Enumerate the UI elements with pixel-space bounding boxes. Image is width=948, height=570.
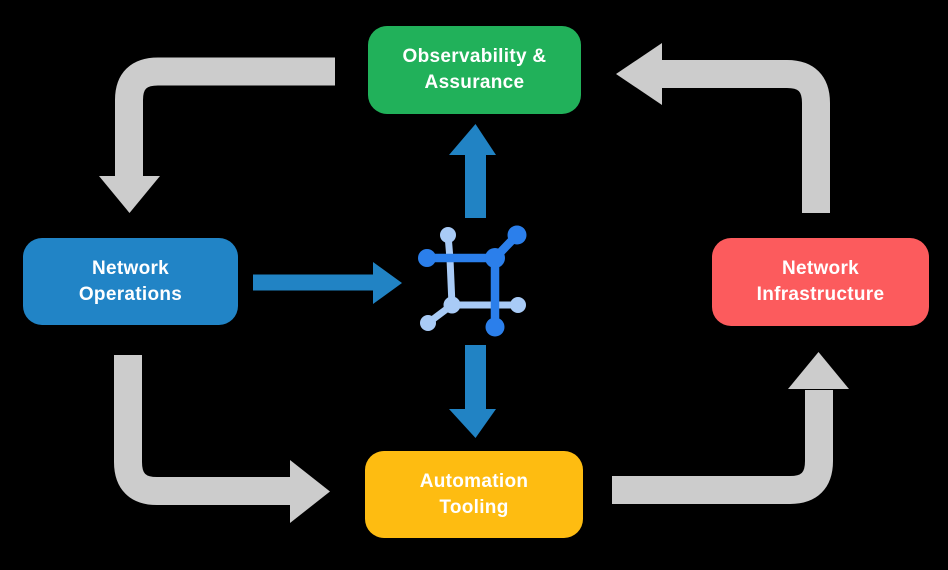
arrow-assurance-to-operations: [99, 57, 335, 213]
node-network-infrastructure: Network Infrastructure: [712, 238, 929, 326]
label-line-2: Assurance: [424, 72, 525, 93]
arrow-platform-to-assurance: [449, 124, 496, 218]
label-line-2: Tooling: [439, 496, 509, 518]
node-automation-tooling: Automation Tooling: [365, 451, 583, 538]
arrow-operations-to-platform: [253, 262, 402, 304]
node-operations-label: Network Operations: [79, 256, 182, 308]
arrow-infrastructure-to-assurance: [616, 43, 830, 213]
label-line-1: Observability &: [402, 46, 547, 67]
label-line-2: Operations: [78, 283, 183, 305]
node-infrastructure-label: Network Infrastructure: [757, 256, 885, 308]
node-observability-label: Observability & Assurance: [403, 44, 547, 96]
node-tooling-label: Automation Tooling: [420, 469, 529, 521]
node-observability-assurance: Observability & Assurance: [368, 26, 581, 114]
arrow-operations-to-tooling: [114, 355, 330, 523]
arrow-platform-to-tooling: [449, 345, 496, 438]
network-mesh-icon: [418, 225, 527, 337]
label-line-1: Network: [91, 257, 170, 279]
label-line-1: Automation: [419, 470, 529, 492]
label-line-1: Network: [781, 258, 860, 279]
arrow-tooling-to-infrastructure: [612, 352, 849, 504]
node-network-operations: Network Operations: [23, 238, 238, 325]
label-line-2: Infrastructure: [756, 284, 885, 305]
network-icon-light-nodes: [420, 227, 526, 331]
network-icon-dark-nodes: [418, 225, 527, 337]
